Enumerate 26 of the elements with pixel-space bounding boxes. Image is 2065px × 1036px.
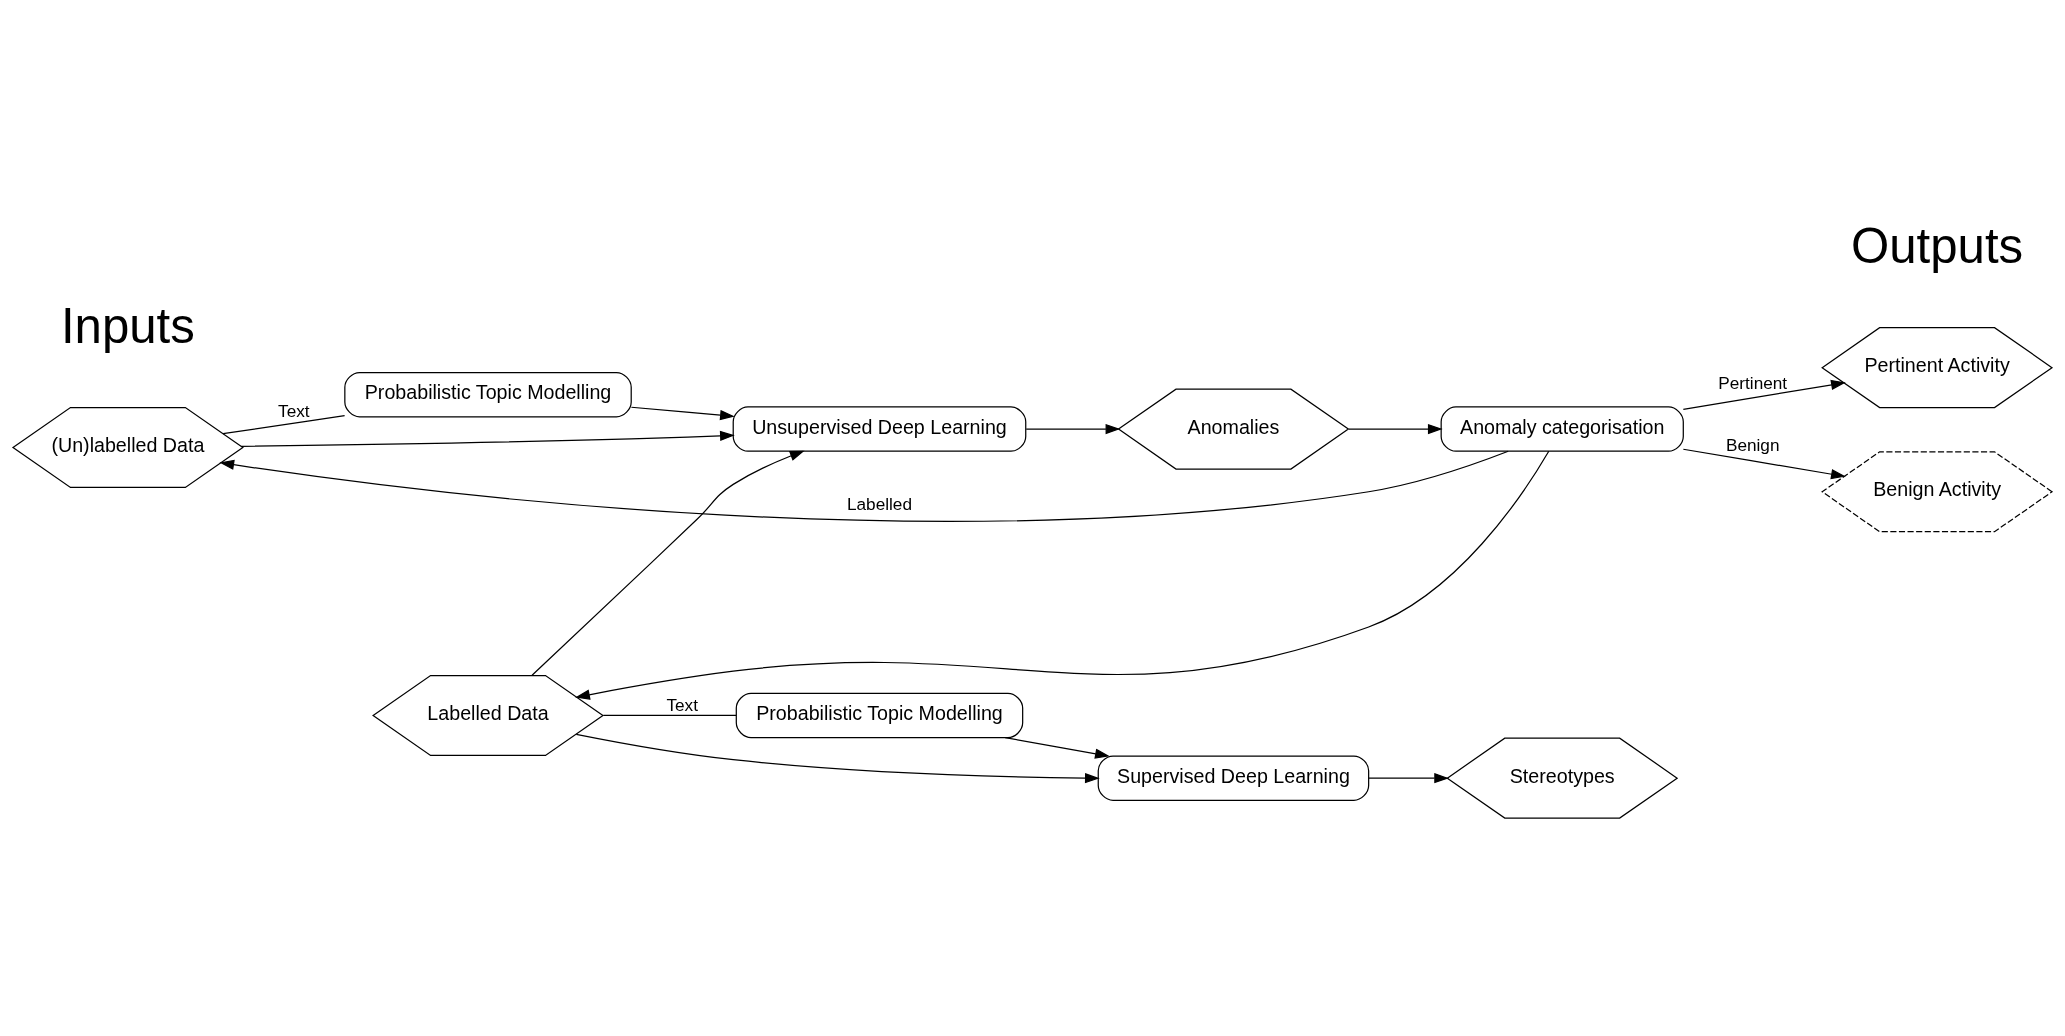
connector — [602, 714, 737, 716]
arrow — [531, 450, 805, 676]
arrow — [1368, 772, 1450, 783]
connector — [222, 414, 346, 434]
arrow — [240, 430, 735, 447]
node-box: Supervised Deep Learning — [1097, 754, 1370, 801]
label: Outputs — [1851, 217, 2024, 273]
arrow — [575, 733, 1100, 783]
label: Inputs — [60, 297, 195, 353]
arrow — [630, 406, 735, 420]
edge-label: Pertinent — [1718, 372, 1788, 393]
edge-label: Benign — [1725, 434, 1780, 455]
edge-label: Text — [666, 694, 698, 715]
arrow — [1004, 736, 1110, 759]
node-box: Anomaly categorisation — [1440, 405, 1684, 452]
arrow — [1025, 423, 1121, 434]
node-box: Unsupervised Deep Learning — [732, 405, 1027, 452]
node-box: Probabilistic Topic Modelling — [344, 371, 632, 417]
arrow — [1348, 423, 1443, 434]
arrow — [219, 450, 1509, 522]
node-box: Probabilistic Topic Modelling — [735, 692, 1024, 738]
edge-label: Text — [278, 400, 310, 421]
arrow — [1682, 448, 1846, 479]
arrow — [1682, 379, 1846, 410]
edge-label: Labelled — [846, 493, 912, 514]
arrow — [575, 450, 1550, 700]
